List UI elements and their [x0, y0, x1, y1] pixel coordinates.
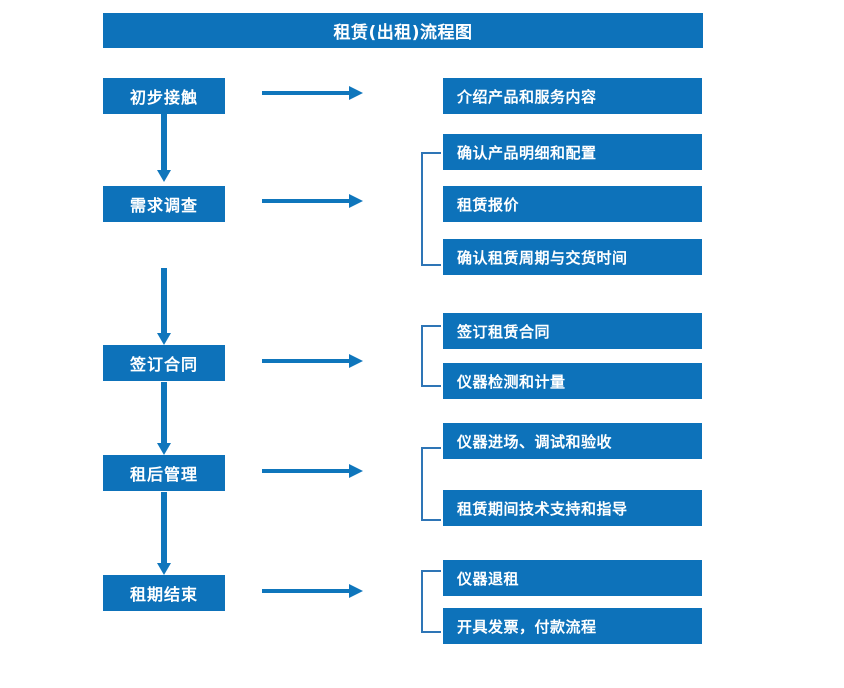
stage-box-3[interactable]: 签订合同	[103, 345, 225, 381]
arrow-head-icon	[349, 86, 363, 100]
bracket-stub-bottom	[421, 264, 441, 266]
detail-bracket-5	[421, 570, 441, 633]
flow-connector-3-4	[157, 382, 172, 455]
detail-box-4-1[interactable]: 仪器进场、调试和验收	[443, 423, 702, 459]
detail-box-2-1[interactable]: 确认产品明细和配置	[443, 134, 702, 170]
arrow-shaft	[262, 359, 350, 363]
arrow-head-icon	[349, 584, 363, 598]
flow-connector-4-5	[157, 492, 172, 575]
stage-box-1[interactable]: 初步接触	[103, 78, 225, 114]
arrow-shaft	[262, 91, 350, 95]
detail-box-5-1[interactable]: 仪器退租	[443, 560, 702, 596]
arrow-head-icon	[157, 170, 171, 182]
bracket-stub-top	[421, 325, 441, 327]
stage-box-4[interactable]: 租后管理	[103, 455, 225, 491]
arrow-head-icon	[157, 563, 171, 575]
detail-bracket-2	[421, 152, 441, 266]
bracket-stub-top	[421, 570, 441, 572]
bracket-stub-bottom	[421, 519, 441, 521]
arrow-shaft	[262, 469, 350, 473]
detail-bracket-4	[421, 447, 441, 521]
detail-box-2-3[interactable]: 确认租赁周期与交货时间	[443, 239, 702, 275]
bracket-stub-bottom	[421, 631, 441, 633]
detail-bracket-3	[421, 325, 441, 387]
stage-box-5[interactable]: 租期结束	[103, 575, 225, 611]
bracket-spine	[421, 325, 423, 387]
arrow-head-icon	[157, 443, 171, 455]
bracket-stub-top	[421, 447, 441, 449]
flow-connector-1-2	[157, 114, 172, 182]
arrow-head-icon	[349, 354, 363, 368]
flow-connector-2-3	[157, 268, 172, 345]
bracket-spine	[421, 570, 423, 633]
bracket-spine	[421, 447, 423, 521]
stage-box-2[interactable]: 需求调查	[103, 186, 225, 222]
arrow-shaft	[161, 492, 167, 563]
stage-arrow-1	[262, 86, 363, 100]
arrow-shaft	[161, 114, 167, 170]
bracket-spine	[421, 152, 423, 266]
stage-arrow-2	[262, 194, 363, 208]
arrow-head-icon	[349, 194, 363, 208]
arrow-head-icon	[349, 464, 363, 478]
stage-arrow-4	[262, 464, 363, 478]
detail-box-5-2[interactable]: 开具发票，付款流程	[443, 608, 702, 644]
detail-box-3-1[interactable]: 签订租赁合同	[443, 313, 702, 349]
detail-box-4-2[interactable]: 租赁期间技术支持和指导	[443, 490, 702, 526]
detail-box-2-2[interactable]: 租赁报价	[443, 186, 702, 222]
stage-arrow-3	[262, 354, 363, 368]
stage-arrow-5	[262, 584, 363, 598]
bracket-stub-bottom	[421, 385, 441, 387]
arrow-shaft	[161, 382, 167, 443]
arrow-shaft	[262, 589, 350, 593]
bracket-stub-top	[421, 152, 441, 154]
detail-box-3-2[interactable]: 仪器检测和计量	[443, 363, 702, 399]
arrow-shaft	[262, 199, 350, 203]
arrow-shaft	[161, 268, 167, 333]
detail-box-1-1[interactable]: 介绍产品和服务内容	[443, 78, 702, 114]
flowchart-title: 租赁(出租)流程图	[103, 13, 703, 48]
arrow-head-icon	[157, 333, 171, 345]
